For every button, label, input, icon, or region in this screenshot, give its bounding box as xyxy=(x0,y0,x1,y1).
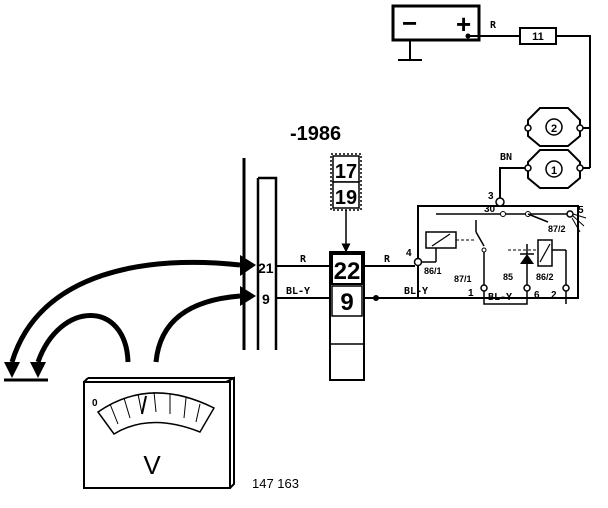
relay-terminal-87-1: 87/1 xyxy=(454,274,472,284)
battery: − + xyxy=(391,4,481,61)
connector-pin-22: 22 xyxy=(334,258,361,285)
wire-color-label: BL-Y xyxy=(286,286,310,297)
meter-scale-zero: 0 xyxy=(92,398,98,409)
wire-red-right: R xyxy=(364,254,415,267)
relay-terminal-86-1: 86/1 xyxy=(424,266,442,276)
wire-color-label: BL-Y xyxy=(404,286,428,297)
relay-terminal-5: 5 xyxy=(578,205,584,216)
fuse-1-label: 1 xyxy=(551,165,557,177)
page-title: -1986 xyxy=(290,123,341,145)
wire-color-label: BN xyxy=(500,152,512,163)
wire-bly-right: BL-Y xyxy=(364,286,481,301)
meter-leads xyxy=(4,255,256,382)
connector-22-9: 22 9 xyxy=(329,251,365,381)
fuse-11-label: 11 xyxy=(532,31,544,43)
wire-battery-fuse: R xyxy=(468,20,520,37)
relay-terminal-86-2: 86/2 xyxy=(536,272,554,282)
relay-block: 3 30 5 87/2 86/1 87/1 85 86/2 xyxy=(406,191,587,304)
wire-color-label: R xyxy=(300,254,307,265)
relay-terminal-4: 4 xyxy=(406,248,412,259)
fuse-1: 1 xyxy=(524,149,584,189)
wire-fuse-right xyxy=(556,35,591,128)
connector-label-17: 17 xyxy=(335,161,357,183)
battery-plus-label: + xyxy=(456,9,471,39)
relay-terminal-6: 6 xyxy=(534,290,540,301)
wire-bn: BN xyxy=(499,152,525,200)
fuse-2-label: 2 xyxy=(551,123,557,135)
relay-terminal-3: 3 xyxy=(488,191,494,202)
connector-left: 21 9 xyxy=(242,158,278,350)
wire-bly-relay: BL-Y xyxy=(483,291,528,305)
figure-number: 147 163 xyxy=(252,476,299,491)
connector-pin-9: 9 xyxy=(340,289,353,316)
connector-label-19: 19 xyxy=(335,187,357,209)
wire-bly-left: BL-Y xyxy=(276,286,330,299)
fuse-11: 11 xyxy=(519,27,557,45)
relay-terminal-1: 1 xyxy=(468,288,474,299)
battery-minus-label: − xyxy=(402,8,417,38)
meter-symbol: V xyxy=(143,450,161,480)
wire-color-label: R xyxy=(490,20,497,31)
relay-terminal-85: 85 xyxy=(503,272,513,282)
relay-terminal-30: 30 xyxy=(484,204,496,215)
connector-left-pin-21: 21 xyxy=(258,260,274,276)
fuse-2: 2 xyxy=(524,107,590,147)
relay-terminal-2: 2 xyxy=(551,290,557,301)
connector-17-19: 17 19 xyxy=(330,153,362,211)
wire-color-label: BL-Y xyxy=(488,292,512,303)
wire-color-label: R xyxy=(384,254,391,265)
voltmeter: 0 V xyxy=(83,376,235,489)
connector-left-pin-9: 9 xyxy=(262,291,270,307)
wire-red-left: R xyxy=(276,254,330,267)
relay-terminal-87-2: 87/2 xyxy=(548,224,566,234)
